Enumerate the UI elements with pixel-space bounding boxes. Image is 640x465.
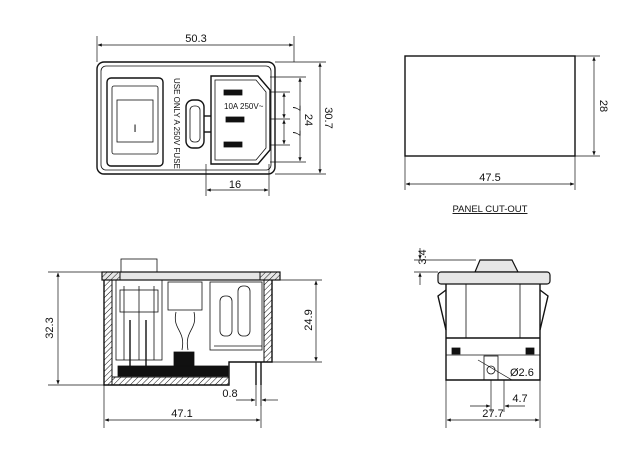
end-body [445, 284, 541, 381]
iec-inlet: 10A 250V~ [210, 75, 271, 165]
dim-offset: 4.7 [470, 380, 528, 412]
inlet-pin-bottom [223, 141, 243, 148]
housing-inner-rim [100, 65, 272, 171]
dim-height-30-7: 30.7 [275, 61, 334, 175]
latch-left [437, 289, 447, 331]
dim-label-pin-thickness: 0.8 [222, 388, 237, 400]
top-view: 50.3 I USE ONLY A 250V FUSE 10 [96, 33, 334, 196]
dim-rocker-height: 3.4 [414, 248, 476, 285]
dim-label-side-width: 47.1 [171, 408, 192, 420]
end-view: Ø2.6 3.4 4.7 27.7 [414, 248, 551, 428]
rocker-switch: I [106, 77, 164, 167]
dim-label-width: 50.3 [185, 33, 206, 45]
cutout-caption: PANEL CUT-OUT [453, 204, 528, 215]
dim-cutout-width: 47.5 [404, 156, 576, 190]
cutout-rectangle [404, 55, 576, 157]
dim-side-height: 32.3 [44, 271, 104, 386]
fuse-clip [167, 281, 203, 351]
inlet-pin-middle [225, 116, 245, 123]
dim-label-rocker-height: 3.4 [417, 249, 429, 264]
dim-side-inner-height: 24.9 [272, 279, 322, 363]
top-flange [101, 271, 281, 281]
switch-internals [115, 279, 229, 377]
dim-label-pin-2: 7 [290, 130, 302, 136]
dim-inlet-height-24: 24 [270, 76, 314, 163]
side-view: 32.3 24.9 0.8 47.1 [44, 258, 322, 428]
fuse-rating: 10A 250V~ [224, 102, 264, 111]
dim-label-offset: 4.7 [512, 393, 527, 405]
dim-pin-thickness: 0.8 [222, 385, 278, 406]
dim-label-height: 30.7 [322, 107, 334, 128]
dim-label-hole: Ø2.6 [510, 367, 534, 379]
dim-label-cutout-width: 47.5 [479, 172, 500, 184]
fuse-holder [185, 99, 211, 149]
housing-outline [96, 61, 276, 175]
dim-label-inlet-height: 24 [302, 114, 314, 126]
end-flange [437, 271, 551, 285]
panel-cutout-view: 28 47.5 PANEL CUT-OUT [404, 55, 609, 215]
latch-right [539, 289, 549, 331]
dim-label-end-width: 27.7 [482, 408, 503, 420]
fuse-note: USE ONLY A 250V FUSE [172, 78, 181, 169]
end-rocker [474, 259, 519, 273]
dim-label-cutout-height: 28 [597, 100, 609, 112]
mounting-hole: Ø2.6 [477, 355, 534, 381]
dim-cutout-height: 28 [575, 55, 609, 157]
dim-pin-spacing: 7 7 [270, 91, 302, 146]
dim-width-50-3: 50.3 [96, 33, 295, 62]
inlet-pin-top [223, 89, 243, 96]
dim-inlet-width-16: 16 [205, 164, 270, 196]
switch-symbol: I [133, 123, 136, 135]
dim-label-side-inner-height: 24.9 [303, 309, 315, 330]
dim-label-side-height: 32.3 [44, 317, 56, 338]
dim-label-pin-1: 7 [290, 105, 302, 111]
dim-label-inlet-width: 16 [229, 179, 241, 191]
inlet-pins-section [209, 281, 263, 351]
dim-side-width: 47.1 [103, 385, 262, 428]
dim-end-width: 27.7 [445, 380, 541, 428]
switch-cap [120, 258, 158, 274]
